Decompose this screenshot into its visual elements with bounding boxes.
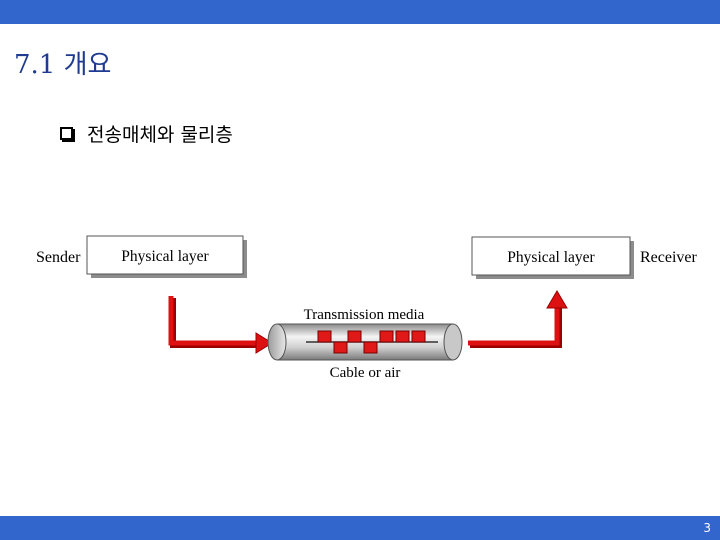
receiver-box-label: Physical layer	[507, 249, 595, 266]
slide-title: 7.1 개요	[14, 50, 112, 80]
signal-bit	[411, 330, 426, 343]
receiver-label: Receiver	[640, 249, 698, 266]
media-label: Transmission media	[304, 307, 425, 323]
signal-bit	[363, 341, 378, 354]
signal-bit	[333, 341, 348, 354]
top-bar	[0, 0, 720, 24]
bottom-bar: 3	[0, 516, 720, 540]
signal-bit	[395, 330, 410, 343]
media-sublabel: Cable or air	[330, 365, 401, 381]
sender-physical-layer-box: Physical layer	[86, 235, 247, 278]
signal-bit	[317, 330, 332, 343]
bullet-item: 전송매체와 물리층	[60, 120, 233, 147]
cable-tube	[267, 323, 463, 361]
receiver-physical-layer-box: Physical layer	[471, 236, 634, 279]
sender-label: Sender	[36, 249, 81, 266]
signal-bit	[347, 330, 362, 343]
media-to-receiver-arrow	[468, 290, 568, 348]
square-bullet-icon	[60, 127, 75, 142]
sender-box-label: Physical layer	[121, 248, 209, 265]
sender-to-media-arrow	[168, 296, 273, 354]
signal-bit	[379, 330, 394, 343]
page-number: 3	[703, 521, 711, 535]
bullet-text: 전송매체와 물리층	[87, 124, 233, 146]
